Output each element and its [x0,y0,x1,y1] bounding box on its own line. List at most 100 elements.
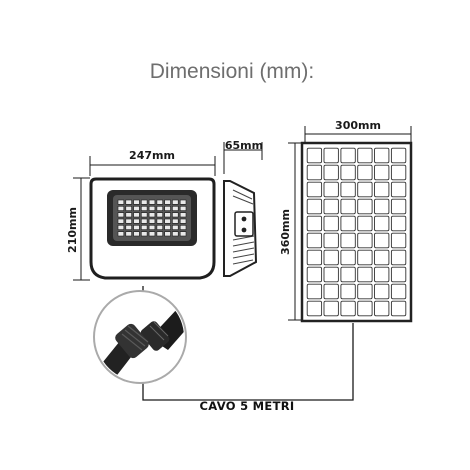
solar-cell [340,232,356,249]
solar-cell [306,249,323,266]
led-chip [125,231,132,237]
led-chip [133,212,140,218]
led-chip [164,206,171,211]
led-chip [179,212,187,218]
led-chip [172,231,179,237]
led-chip [148,212,156,218]
solar-cell [357,181,373,198]
cable-length-label: CAVO 5 METRI [200,399,295,413]
led-chip [125,212,132,218]
solar-panel-view: 300mm 360mm [279,119,413,323]
solar-cell [340,198,356,215]
solar-cell [390,232,407,249]
solar-cell [306,215,323,232]
solar-cell [357,232,373,249]
solar-cell [374,300,390,317]
solar-cell [323,164,339,181]
floodlight-front-view: 247mm 210mm [66,149,216,281]
led-chip [156,218,163,224]
floodlight-width-dimension [89,156,216,176]
led-chip [133,231,140,237]
led-chip [125,225,132,230]
panel-cell-grid [306,147,407,317]
solar-cell [340,283,356,300]
solar-cell [306,266,323,283]
panel-width-dimension [304,126,412,142]
solar-cell [374,181,390,198]
floodlight-depth-dimension [223,142,263,174]
solar-cell [306,283,323,300]
solar-cell [374,215,390,232]
solar-cell [390,147,407,164]
led-chip [125,199,132,205]
led-chip [172,218,179,224]
led-chip [141,212,148,218]
led-chip [133,199,140,205]
led-chip [148,218,156,224]
led-chip [164,231,171,237]
solar-cell [340,181,356,198]
solar-cell [323,181,339,198]
floodlight-height-label: 210mm [66,207,79,253]
solar-cell [323,266,339,283]
solar-cell [340,300,356,317]
led-chip [148,231,156,237]
solar-cell [323,147,339,164]
led-chip [172,199,179,205]
led-chip [156,225,163,230]
led-chip [164,212,171,218]
solar-cell [340,147,356,164]
solar-cell [390,266,407,283]
solar-cell [374,283,390,300]
solar-cell [340,164,356,181]
led-chip [141,206,148,211]
led-chip [141,231,148,237]
solar-cell [374,266,390,283]
led-chip [133,225,140,230]
solar-cell [390,164,407,181]
solar-cell [374,147,390,164]
panel-width-label: 300mm [335,119,381,132]
led-chip [179,206,187,211]
led-chip [164,199,171,205]
led-chip [141,218,148,224]
solar-cell [357,198,373,215]
solar-cell [357,164,373,181]
solar-cell [374,198,390,215]
solar-cell [306,164,323,181]
solar-cell [340,249,356,266]
solar-cell [357,249,373,266]
led-chip [148,206,156,211]
solar-cell [374,249,390,266]
led-chip [179,218,187,224]
solar-cell [390,283,407,300]
floodlight-height-dimension [73,177,90,281]
led-chip [148,225,156,230]
solar-cell [306,300,323,317]
led-chip [172,212,179,218]
solar-cell [357,266,373,283]
panel-height-label: 360mm [279,209,292,255]
solar-cell [340,215,356,232]
led-chip [117,225,125,230]
solar-cell [390,181,407,198]
solar-cell [306,181,323,198]
led-chip [117,206,125,211]
led-chip [179,225,187,230]
solar-cell [306,147,323,164]
solar-cell [390,249,407,266]
led-grid [117,199,187,237]
led-chip [117,218,125,224]
led-chip [133,218,140,224]
solar-cell [323,215,339,232]
solar-cell [306,198,323,215]
led-chip [117,212,125,218]
solar-cell [323,283,339,300]
solar-cell [306,232,323,249]
solar-cell [323,198,339,215]
solar-cell [323,300,339,317]
led-chip [141,199,148,205]
led-chip [125,218,132,224]
led-chip [141,225,148,230]
